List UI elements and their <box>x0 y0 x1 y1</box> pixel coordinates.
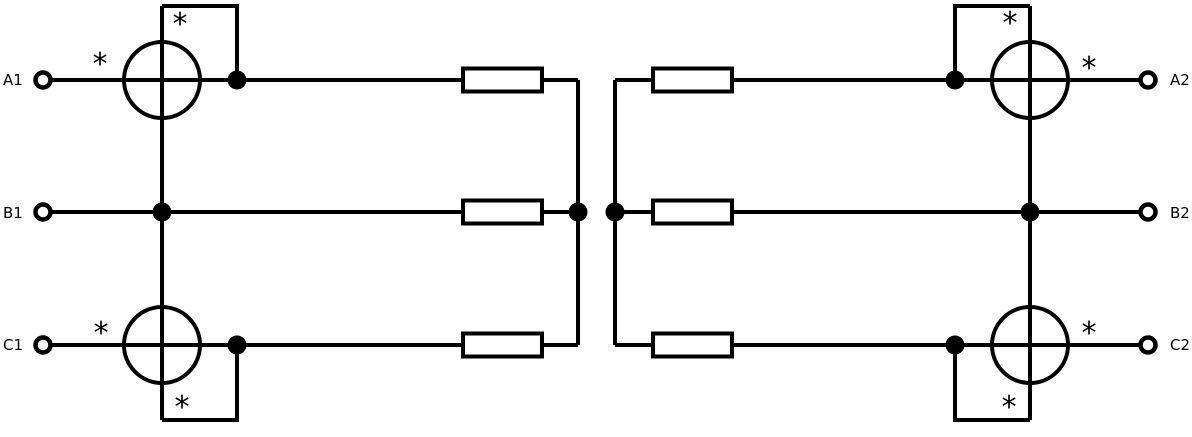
terminal-a1 <box>33 70 53 90</box>
terminal-label-c1: C1 <box>3 336 23 354</box>
junction-a1-voltage-tap <box>227 70 247 90</box>
terminal-c1 <box>33 335 53 355</box>
terminal-a2 <box>1138 70 1158 90</box>
terminal-labels: A1 B1 C1 A2 B2 C2 <box>3 71 1190 354</box>
polarity-mark-a1-voltage: * <box>173 7 188 42</box>
load-resistor-b1 <box>461 198 544 226</box>
terminal-b2 <box>1138 202 1158 222</box>
polarity-mark-a1-current: * <box>93 47 108 82</box>
terminal-label-b2: B2 <box>1170 204 1190 222</box>
wattmeter-c1-icon <box>122 305 202 385</box>
terminal-label-b1: B1 <box>3 204 23 222</box>
wattmeter-a1-icon <box>122 40 202 120</box>
junction-b2-voltage-bus <box>1020 202 1040 222</box>
wattmeters <box>122 40 1070 385</box>
junction-b1-voltage-bus <box>152 202 172 222</box>
terminal-label-c2: C2 <box>1170 336 1190 354</box>
right-network-wires <box>613 4 1148 422</box>
junction-dots <box>152 70 1040 355</box>
junction-right-neutral <box>605 202 625 222</box>
junction-a2-voltage-tap <box>945 70 965 90</box>
right-top-voltage-bracket <box>953 4 1030 80</box>
wattmeter-a2-icon <box>990 40 1070 120</box>
polarity-mark-a2-voltage: * <box>1003 6 1018 41</box>
junction-c1-voltage-tap <box>227 335 247 355</box>
junction-c2-voltage-tap <box>945 335 965 355</box>
junction-left-neutral <box>568 202 588 222</box>
polarity-mark-a2-current: * <box>1082 51 1097 86</box>
left-top-voltage-bracket <box>162 4 239 80</box>
terminal-b1 <box>33 202 53 222</box>
terminals <box>33 70 1158 355</box>
terminal-label-a1: A1 <box>3 71 23 89</box>
wattmeter-c2-icon <box>990 305 1070 385</box>
polarity-marks: * * * * * * * * <box>93 6 1097 425</box>
terminal-label-a2: A2 <box>1170 71 1190 89</box>
load-resistor-c2 <box>651 331 734 359</box>
polarity-mark-c1-voltage: * <box>175 390 190 425</box>
load-resistor-a1 <box>461 66 544 94</box>
load-resistors <box>461 66 734 359</box>
load-resistor-c1 <box>461 331 544 359</box>
load-resistor-a2 <box>651 66 734 94</box>
left-bottom-voltage-bracket <box>162 345 239 422</box>
terminal-c2 <box>1138 335 1158 355</box>
load-resistor-b2 <box>651 198 734 226</box>
polarity-mark-c2-voltage: * <box>1002 390 1017 425</box>
polarity-mark-c1-current: * <box>94 316 109 351</box>
polarity-mark-c2-current: * <box>1082 316 1097 351</box>
right-bottom-voltage-bracket <box>953 345 1030 422</box>
